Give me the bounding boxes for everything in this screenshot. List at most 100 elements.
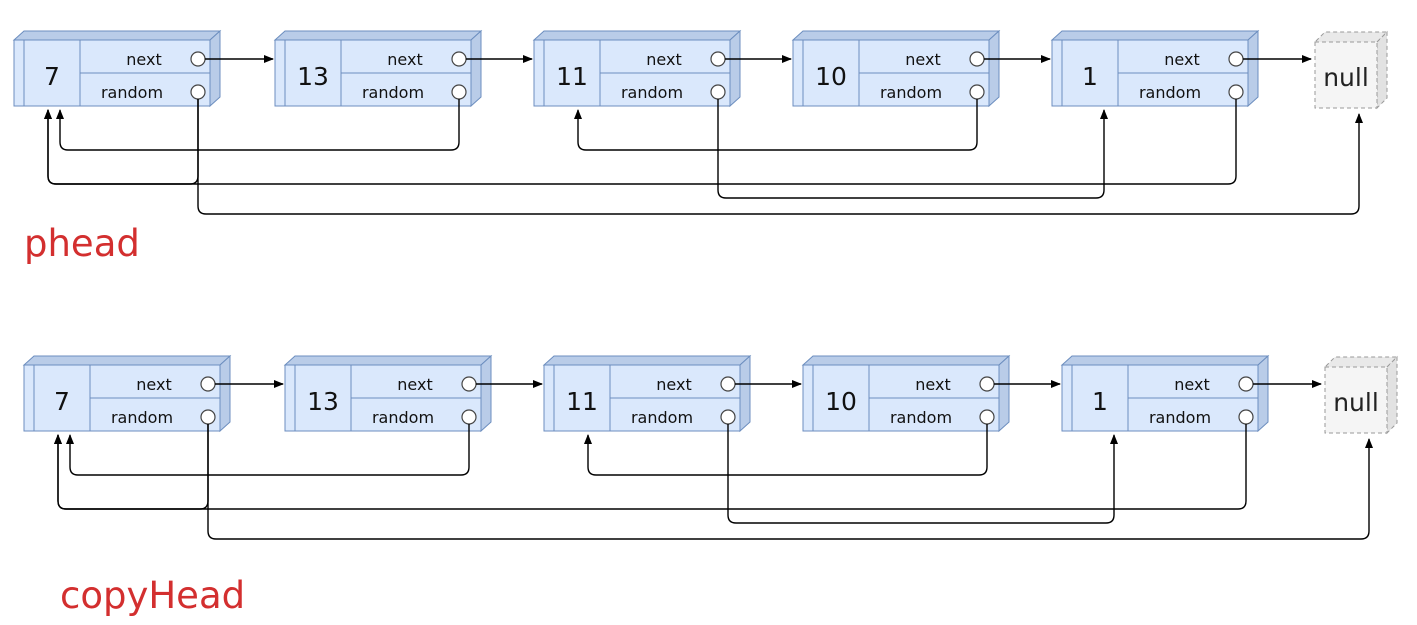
random-arrow (66, 424, 470, 476)
node-next-cell (868, 364, 1000, 399)
next-port (190, 51, 206, 67)
node-side-face (729, 29, 741, 108)
random-arrow (56, 99, 460, 151)
random-arrow (44, 99, 1237, 185)
node-value: 11 (566, 387, 598, 416)
node-value-cell (792, 39, 860, 107)
random-arrow (584, 424, 988, 476)
random-arrow-null (197, 99, 1363, 215)
node-random-label: random (631, 408, 693, 427)
node-next-cell (1127, 364, 1259, 399)
node-value: 10 (825, 387, 857, 416)
list-label: copyHead (60, 574, 245, 617)
list-1: 7nextrandom13nextrandom11nextrandom10nex… (22, 354, 1399, 617)
node-next-label: next (397, 375, 432, 394)
node-value: 11 (556, 62, 588, 91)
next-port (1238, 376, 1254, 392)
node-next-label: next (1164, 50, 1199, 69)
node-next-cell (609, 364, 741, 399)
null-side-face (1386, 355, 1398, 435)
next-port (710, 51, 726, 67)
node-top-face (273, 30, 483, 41)
node-side-face (739, 354, 751, 433)
node-next-cell (79, 39, 211, 74)
node-value-cell (284, 364, 352, 432)
node-side-face (1257, 354, 1269, 433)
node-value-cell (533, 39, 601, 107)
node-top-face (12, 30, 222, 41)
random-port (969, 84, 985, 100)
node-next-label: next (136, 375, 171, 394)
random-port (451, 84, 467, 100)
null-top-face (1313, 31, 1389, 43)
random-arrow (574, 99, 978, 151)
list-label: phead (24, 222, 140, 265)
node-value-cell (1061, 364, 1129, 432)
node-side-face (998, 354, 1010, 433)
node-value-cell (13, 39, 81, 107)
null-node: null (1313, 30, 1389, 110)
null-text: null (1333, 388, 1379, 417)
null-box (1314, 41, 1378, 109)
random-arrow (727, 424, 1118, 524)
null-side-face (1376, 30, 1388, 110)
node-random-cell (340, 72, 472, 107)
node-value: 7 (44, 62, 60, 91)
random-port (1228, 84, 1244, 100)
random-port (200, 409, 216, 425)
node-top-face (1050, 30, 1260, 41)
next-port (200, 376, 216, 392)
list-0: 7nextrandom13nextrandom11nextrandom10nex… (12, 29, 1389, 265)
random-arrow (54, 424, 1247, 510)
node-random-cell (868, 397, 1000, 432)
next-port (461, 376, 477, 392)
node-random-cell (350, 397, 482, 432)
node-random-label: random (101, 83, 163, 102)
random-port (190, 84, 206, 100)
next-port (969, 51, 985, 67)
random-port (461, 409, 477, 425)
null-text: null (1323, 63, 1369, 92)
node-value: 13 (297, 62, 329, 91)
random-port (1238, 409, 1254, 425)
node-side-face (988, 29, 1000, 108)
node-value-cell (23, 364, 91, 432)
node-next-cell (340, 39, 472, 74)
node-next-cell (599, 39, 731, 74)
null-box (1324, 366, 1388, 434)
node-value-cell (1051, 39, 1119, 107)
node-next-label: next (126, 50, 161, 69)
node-random-label: random (362, 83, 424, 102)
random-port (710, 84, 726, 100)
node-value: 1 (1092, 387, 1108, 416)
node-next-label: next (646, 50, 681, 69)
null-top-face (1323, 356, 1399, 368)
null-node: null (1323, 355, 1399, 435)
next-port (720, 376, 736, 392)
node-random-label: random (372, 408, 434, 427)
node-next-label: next (915, 375, 950, 394)
node-side-face (219, 354, 231, 433)
node-next-label: next (1174, 375, 1209, 394)
random-arrow (54, 424, 209, 510)
node-random-label: random (890, 408, 952, 427)
node-random-cell (1127, 397, 1259, 432)
node-top-face (22, 355, 232, 366)
node-next-cell (89, 364, 221, 399)
node-random-cell (858, 72, 990, 107)
node-random-label: random (111, 408, 173, 427)
node-random-cell (599, 72, 731, 107)
node-value: 1 (1082, 62, 1098, 91)
node-next-cell (1117, 39, 1249, 74)
node-value: 10 (815, 62, 847, 91)
node-value: 7 (54, 387, 70, 416)
node-side-face (470, 29, 482, 108)
random-arrow-null (207, 424, 1373, 540)
list-node: 7 next random (22, 354, 232, 433)
